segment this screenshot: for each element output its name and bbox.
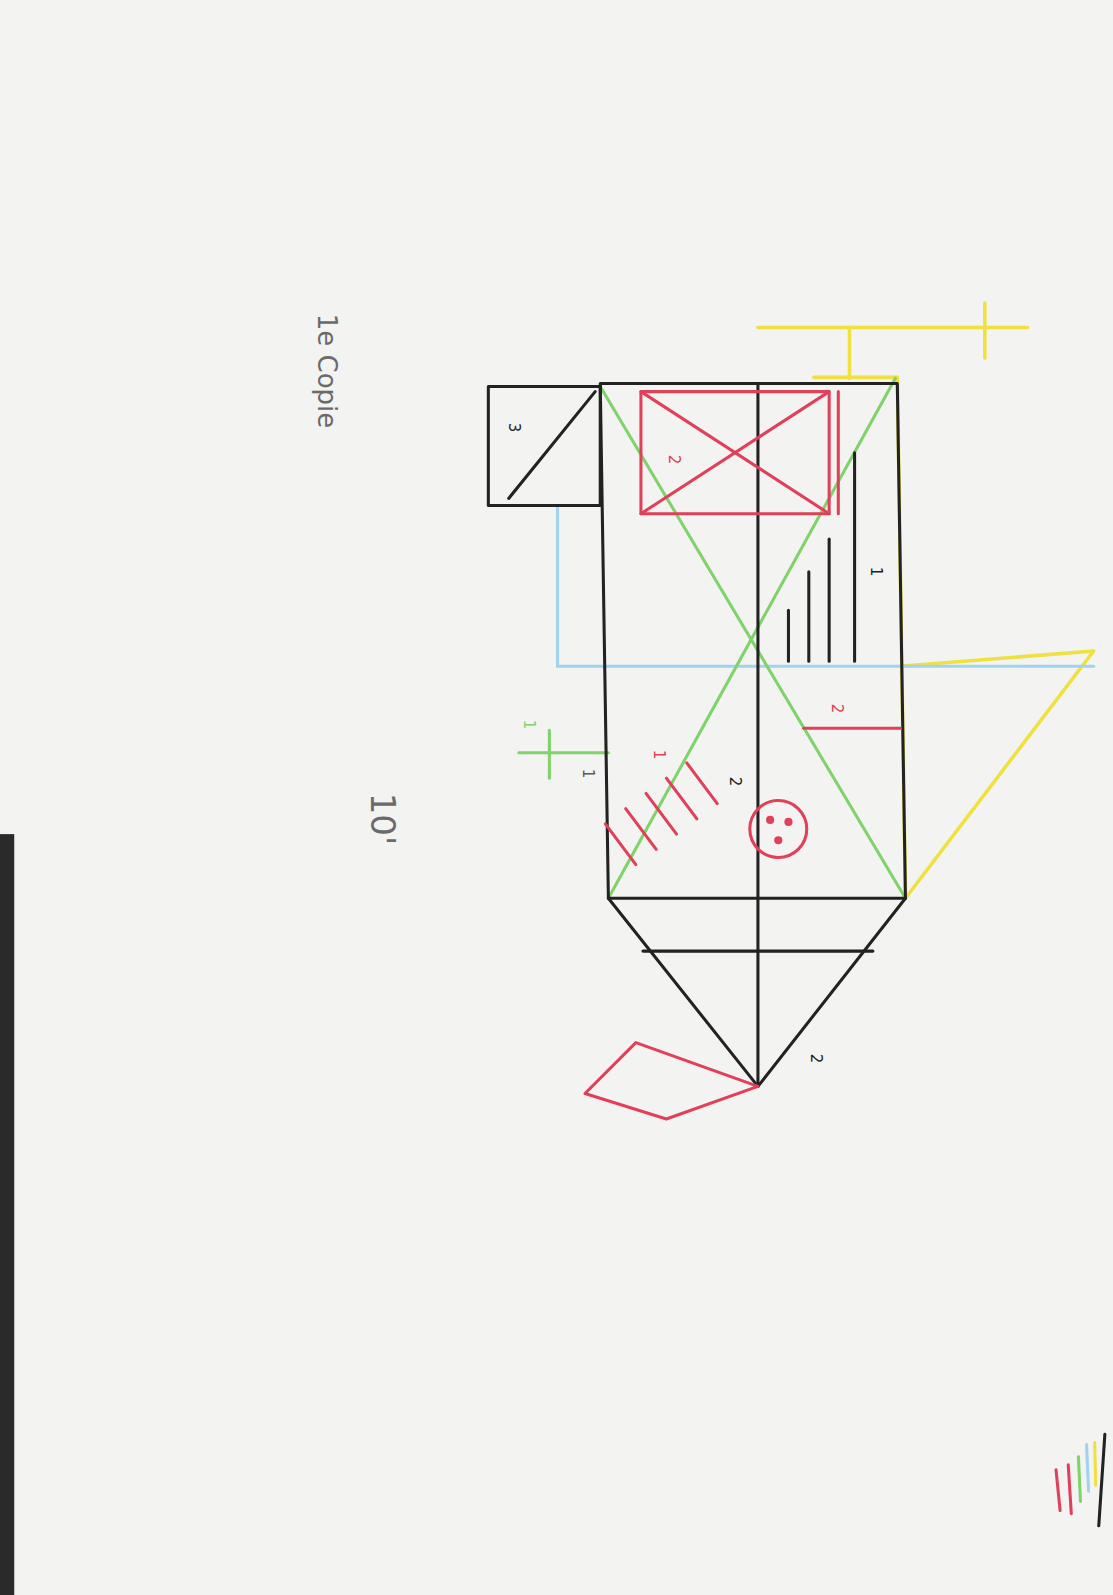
stroke-number: 3 [506,423,521,433]
color-stroke [1056,1470,1060,1511]
green-strokes [519,378,906,898]
red-cross [641,392,829,514]
stroke-number: 2 [666,455,681,465]
red-diamond [585,1043,758,1119]
green-cross [548,730,551,778]
color-stroke [1087,1444,1089,1491]
red-circle [750,801,807,858]
hatch-line [787,610,790,661]
corner-diagonal [509,392,595,499]
time-note: 10' [367,793,401,846]
yellow-line [848,328,852,379]
yellow-line [983,303,987,358]
circle-dots [766,816,792,844]
hatch-line [828,539,831,661]
hatch-line [853,453,856,662]
red-line [804,727,901,730]
red-hatch [666,778,697,819]
green-diagonal [608,378,895,898]
color-stroke [1078,1457,1080,1502]
hatch-line [807,572,810,662]
green-cross [519,751,609,754]
red-hatch [605,824,636,865]
blue-strokes [558,506,1094,667]
corner-square [488,387,600,506]
red-box [641,392,829,514]
center-line [756,383,759,1086]
stroke-number: 1 [522,720,537,730]
yellow-line [814,376,897,380]
yellow-triangle [900,651,1093,898]
red-hatch [646,793,677,834]
dot [784,818,792,826]
stroke-number: 2 [727,777,742,787]
color-stroke [1068,1465,1071,1514]
black-strokes [488,383,905,1086]
red-line [837,392,840,514]
stroke-number: 1 [652,750,667,760]
scan-edge [0,834,14,1595]
red-hatch [687,763,718,804]
red-hatch [626,809,657,850]
bottom-triangle [608,898,905,1086]
copy-note: 1e Copie [315,314,341,429]
yellow-line [758,326,1028,330]
stroke-number: 1 [581,768,596,778]
dot [774,836,782,844]
main-rectangle [600,383,905,898]
red-strokes [585,392,900,1119]
stroke-number: 2 [829,703,844,713]
color-samples [1056,1434,1105,1526]
green-diagonal [600,387,905,899]
stroke-number: 2 [808,1053,823,1063]
dot [766,816,774,824]
color-stroke [1095,1442,1096,1485]
blue-line [558,665,1094,668]
blue-line [556,506,559,667]
red-cross [641,392,829,514]
triangle-crossbar [643,950,873,953]
color-stroke [1099,1434,1105,1526]
stroke-number: 1 [868,567,883,577]
